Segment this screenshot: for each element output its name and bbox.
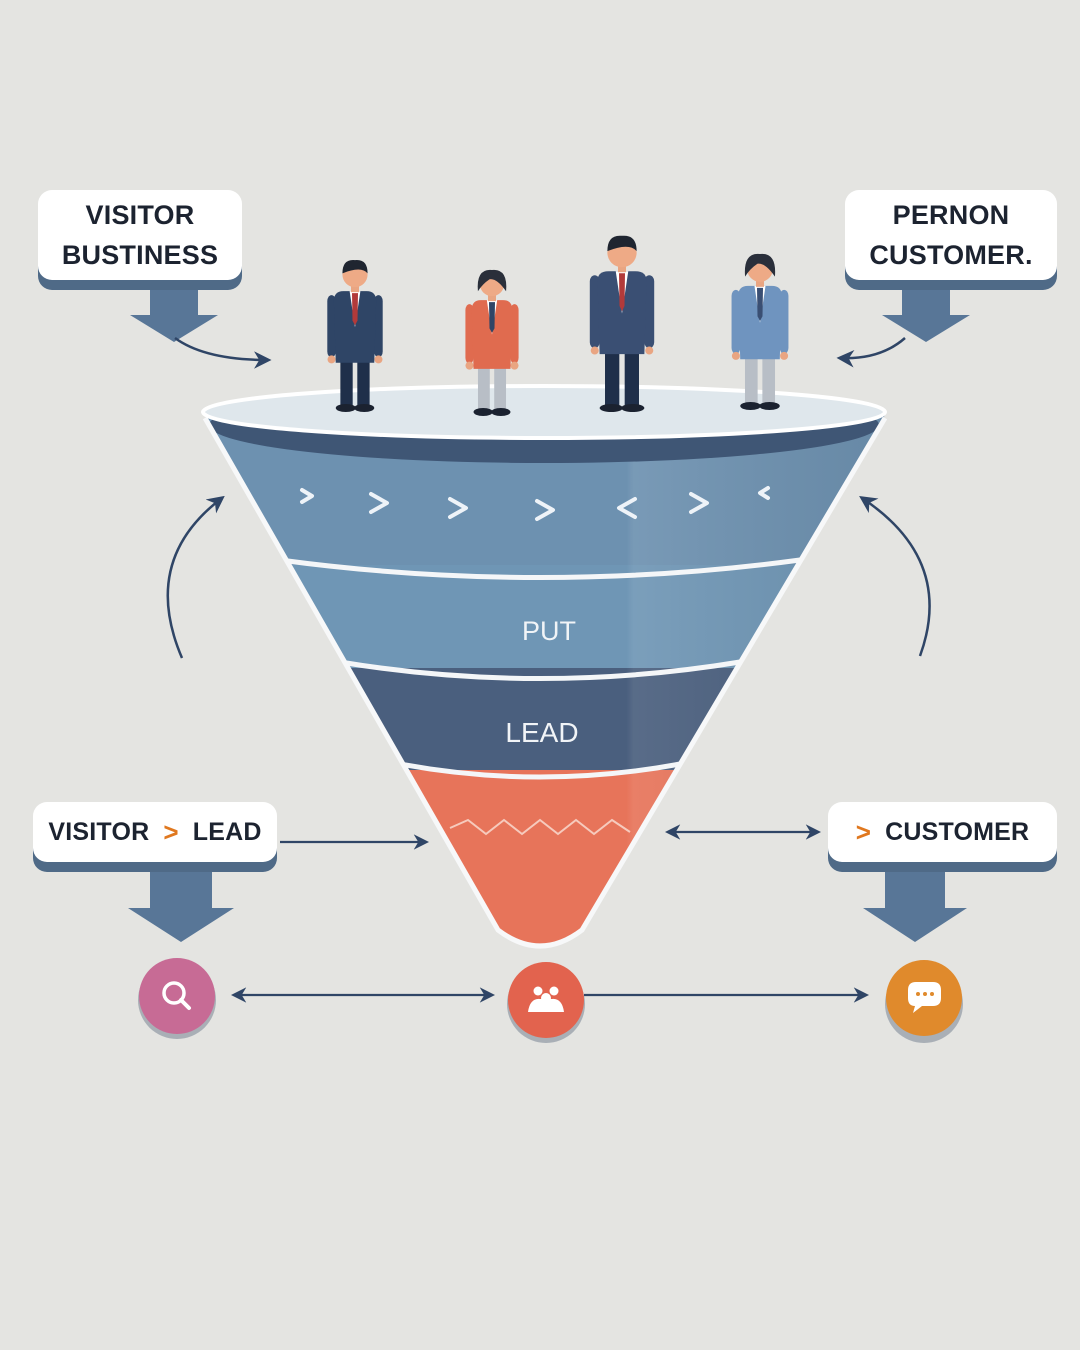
label-line-2: CUSTOMER.	[869, 240, 1033, 270]
curve-arrow	[836, 337, 906, 368]
label-to: LEAD	[192, 817, 262, 846]
label-line-1: VISITOR	[85, 200, 195, 230]
funnel	[205, 415, 885, 948]
label-from: VISITOR	[48, 817, 150, 846]
person-4	[731, 253, 789, 410]
funnel-rim	[201, 384, 887, 440]
label-line-2: BUSTINESS	[61, 240, 219, 270]
stage-label-lead: LEAD	[505, 717, 578, 748]
down-arrow-icon	[882, 290, 970, 342]
label-line-1: PERNON	[892, 200, 1010, 230]
person-3	[589, 235, 655, 412]
label-visitor-business: VISITOR BUSTINESS	[38, 190, 242, 280]
group-icon	[507, 962, 585, 1043]
search-icon	[138, 958, 216, 1039]
side-curve-arrow	[859, 496, 931, 657]
label-to: CUSTOMER	[885, 817, 1030, 846]
flow-chevrons	[300, 486, 770, 521]
chat-icon	[885, 960, 963, 1043]
stage-label-put: PUT	[522, 616, 576, 646]
people-group	[327, 235, 789, 416]
chevron-right-icon: >	[163, 816, 179, 847]
down-arrow-icon	[863, 872, 967, 942]
label-person-customer: PERNON CUSTOMER.	[845, 190, 1057, 280]
person-1	[327, 260, 383, 412]
person-2	[465, 269, 519, 416]
side-curve-arrow	[166, 495, 225, 659]
curve-arrow	[174, 336, 272, 369]
down-arrow-icon	[128, 872, 234, 942]
label-to-customer: > CUSTOMER	[828, 802, 1057, 862]
chevron-right-icon: >	[855, 816, 872, 847]
label-visitor-to-lead: VISITOR > LEAD	[33, 802, 277, 862]
down-arrow-icon	[130, 290, 218, 342]
